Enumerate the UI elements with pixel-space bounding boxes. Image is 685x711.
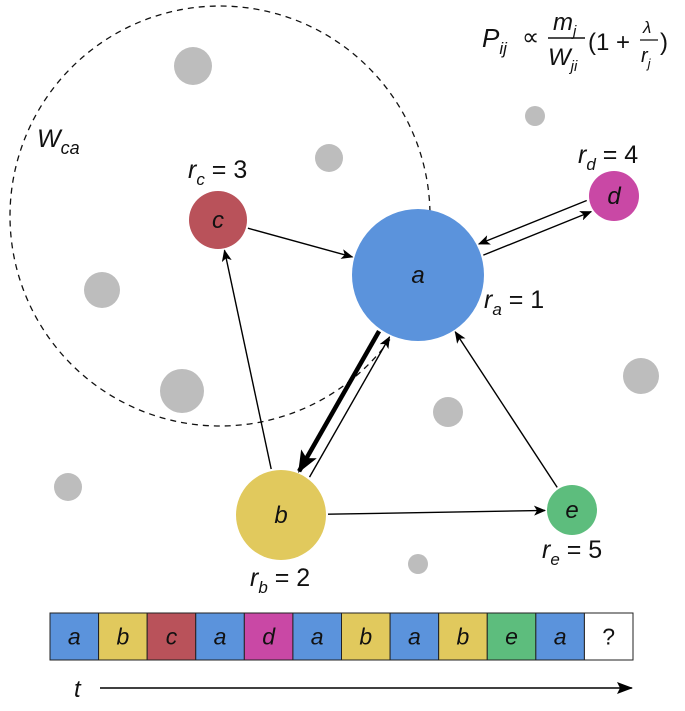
sequence-cell-box	[486, 612, 537, 661]
node-d-circle	[589, 171, 639, 221]
sequence-cell-box	[535, 612, 585, 661]
visit-sequence: a b c a d a b a b e a?	[49, 612, 634, 661]
edge-a-to-b	[297, 329, 382, 473]
node-b-rank: rb = 2	[250, 564, 310, 597]
sequence-cell-label: b	[457, 624, 470, 650]
background-location-dot	[84, 272, 120, 308]
edge-b-to-e	[327, 505, 547, 516]
sequence-cell: a	[535, 612, 585, 661]
background-location-dot	[525, 106, 545, 126]
node-d-label: d	[607, 183, 621, 210]
sequence-cell-label: ?	[602, 624, 615, 650]
formula-r: rj	[641, 45, 652, 71]
formula-numerator: mj	[553, 9, 577, 40]
edge-c-to-a	[247, 227, 354, 259]
edge-a-to-d	[483, 211, 593, 256]
node-e-rank: re = 5	[542, 536, 602, 569]
sequence-cell: a	[195, 612, 245, 661]
window-label: Wca	[37, 125, 80, 158]
background-location-dot	[408, 554, 428, 574]
node-e-label: e	[565, 497, 578, 524]
node-c-circle	[189, 191, 247, 249]
sequence-cell: b	[98, 612, 148, 661]
sequence-cell: ?	[583, 612, 634, 661]
sequence-cell-label: b	[359, 624, 372, 650]
formula-paren-close: )	[660, 29, 668, 56]
sequence-cell: d	[243, 612, 294, 661]
formula-denominator: Wji	[548, 44, 578, 75]
sequence-cell-box	[389, 612, 440, 661]
sequence-cell-label: c	[166, 624, 178, 650]
background-location-dot	[160, 369, 204, 413]
node-b-circle	[236, 470, 326, 560]
node-c-label: c	[212, 207, 224, 234]
background-location-dot	[315, 144, 343, 172]
node-c-rank: rc = 3	[188, 156, 247, 189]
sequence-cell-box	[195, 612, 245, 661]
sequence-cell: c	[146, 612, 197, 661]
node-a-rank: ra = 1	[484, 286, 544, 319]
sequence-cell-box	[146, 612, 197, 661]
probability-formula: Pij ∝ mj Wji (1 + λ rj )	[482, 9, 668, 75]
node-c: c rc = 3	[188, 156, 247, 249]
edge-e-to-a	[454, 331, 558, 488]
sequence-cell-box	[438, 612, 488, 661]
edge-b-to-a	[308, 336, 391, 478]
sequence-cell: b	[438, 612, 488, 661]
node-a: a ra = 1	[352, 209, 544, 341]
sequence-cell-label: a	[214, 624, 227, 650]
node-a-label: a	[411, 262, 424, 289]
sequence-cell-label: a	[554, 624, 567, 650]
node-d: d rd = 4	[578, 141, 639, 221]
sequence-cell: e	[486, 612, 537, 661]
sequence-cell-label: b	[116, 624, 129, 650]
sequence-cell-box	[341, 612, 391, 661]
background-location-dot	[623, 358, 659, 394]
formula-lambda: λ	[642, 18, 651, 37]
background-location-dot	[433, 397, 463, 427]
node-e: e re = 5	[542, 485, 602, 569]
background-location-dot	[54, 473, 82, 501]
background-locations	[54, 47, 659, 574]
formula-relation: ∝	[522, 24, 539, 51]
node-a-circle	[352, 209, 484, 341]
node-e-circle	[547, 485, 597, 535]
node-d-rank: rd = 4	[578, 141, 638, 174]
sequence-cell-box	[583, 612, 634, 661]
formula-paren-open: (1 +	[588, 29, 630, 56]
sequence-cell-label: e	[505, 624, 518, 650]
edge-d-to-a	[477, 199, 587, 245]
sequence-cell: a	[389, 612, 440, 661]
node-b-label: b	[274, 502, 287, 529]
node-b: b rb = 2	[236, 470, 326, 597]
sequence-cell-box	[243, 612, 294, 661]
sequence-cell-label: a	[408, 624, 421, 650]
edge-b-to-c	[221, 249, 272, 470]
formula-lhs: Pij	[482, 23, 508, 58]
time-label: t	[74, 676, 82, 703]
sequence-cell-label: a	[311, 624, 324, 650]
sequence-cell-label: a	[68, 624, 81, 650]
sequence-cell-box	[49, 612, 100, 661]
background-location-dot	[174, 47, 212, 85]
location-nodes: a ra = 1 b rb = 2 c rc = 3 d rd = 4 e re = 5	[188, 141, 639, 597]
sequence-cell: a	[292, 612, 342, 661]
sequence-cell: a	[49, 612, 100, 661]
sequence-cell: b	[341, 612, 391, 661]
sequence-cell-label: d	[262, 624, 276, 650]
transition-edges	[221, 199, 593, 516]
